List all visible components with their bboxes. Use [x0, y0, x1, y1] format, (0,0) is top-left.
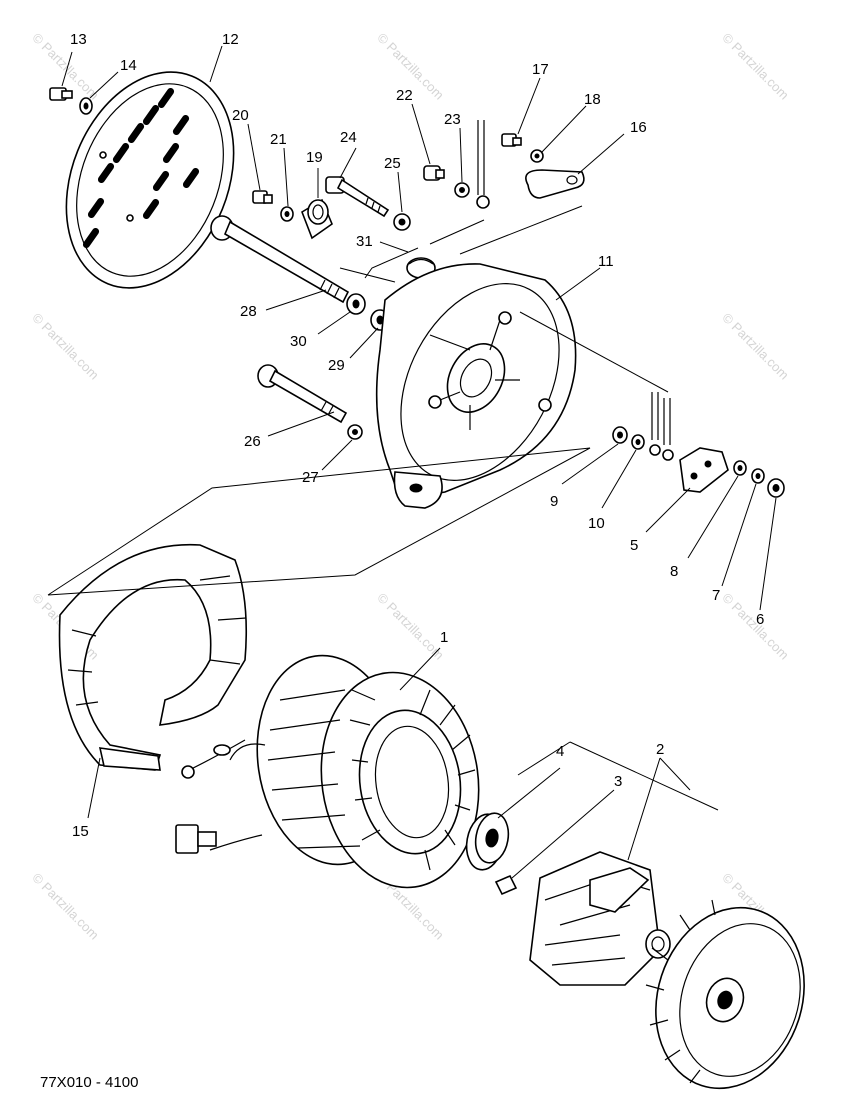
callout-10: 10 — [588, 515, 605, 532]
callout-31: 31 — [356, 233, 373, 250]
washer-18-part — [530, 149, 544, 163]
washer-30-part — [346, 293, 366, 315]
bolt-13-part — [49, 87, 73, 101]
rear-cover-part — [65, 71, 235, 289]
callout-19: 19 — [306, 149, 323, 166]
key-3-part — [494, 874, 518, 896]
stator-part — [175, 654, 480, 889]
washer-14-part — [79, 97, 93, 115]
nut-9-part — [612, 426, 628, 444]
callout-11: 11 — [598, 253, 614, 270]
bolt-24-part — [325, 176, 390, 218]
callout-17: 17 — [532, 61, 549, 78]
callout-9: 9 — [550, 493, 559, 510]
washer-7-part — [751, 468, 765, 484]
callout-22: 22 — [396, 87, 413, 104]
callout-29: 29 — [328, 357, 345, 374]
bolt-26-part — [257, 364, 348, 424]
callout-21: 21 — [270, 131, 287, 148]
washer-25-part — [393, 213, 411, 231]
drawing-code: 77X010 - 4100 — [40, 1074, 139, 1091]
callout-20: 20 — [232, 107, 249, 124]
long-bolt-28-part — [210, 215, 350, 304]
washer-23-part — [454, 182, 470, 198]
callout-26: 26 — [244, 433, 261, 450]
callout-1: 1 — [440, 629, 449, 646]
washer-10-part — [631, 434, 645, 450]
bracket-16-part — [525, 169, 585, 199]
callout-13: 13 — [70, 31, 87, 48]
callout-8: 8 — [670, 563, 679, 580]
wire-leads-part — [649, 392, 674, 461]
rotor-part — [529, 851, 671, 986]
washer-21-part — [280, 206, 294, 222]
front-housing-part — [375, 263, 577, 509]
callout-12: 12 — [222, 31, 239, 48]
callout-28: 28 — [240, 303, 257, 320]
callout-18: 18 — [584, 91, 601, 108]
bolt-20-part — [252, 190, 273, 204]
band-cover-part — [58, 543, 248, 771]
cooling-fan-part — [645, 899, 805, 1090]
callout-4: 4 — [556, 743, 565, 760]
screw-22-part — [423, 165, 445, 181]
washer-27-part — [347, 424, 363, 440]
bearing-4-part — [465, 812, 510, 871]
nut-6-part — [767, 478, 785, 498]
washer-8-part — [733, 460, 747, 476]
callout-3: 3 — [614, 773, 623, 790]
terminal-board-5-part — [679, 447, 729, 493]
callout-30: 30 — [290, 333, 307, 350]
callout-15: 15 — [72, 823, 89, 840]
callout-2: 2 — [656, 741, 665, 758]
callout-7: 7 — [712, 587, 721, 604]
callout-14: 14 — [120, 57, 137, 74]
leader-lines — [47, 45, 777, 879]
wire-terminal-part — [476, 120, 490, 209]
callout-16: 16 — [630, 119, 647, 136]
clamp-19-part — [301, 198, 333, 240]
callout-5: 5 — [630, 537, 639, 554]
bolt-17-part — [501, 133, 522, 147]
callout-23: 23 — [444, 111, 461, 128]
callout-6: 6 — [756, 611, 765, 628]
callout-25: 25 — [384, 155, 401, 172]
callout-27: 27 — [302, 469, 319, 486]
callout-24: 24 — [340, 129, 357, 146]
